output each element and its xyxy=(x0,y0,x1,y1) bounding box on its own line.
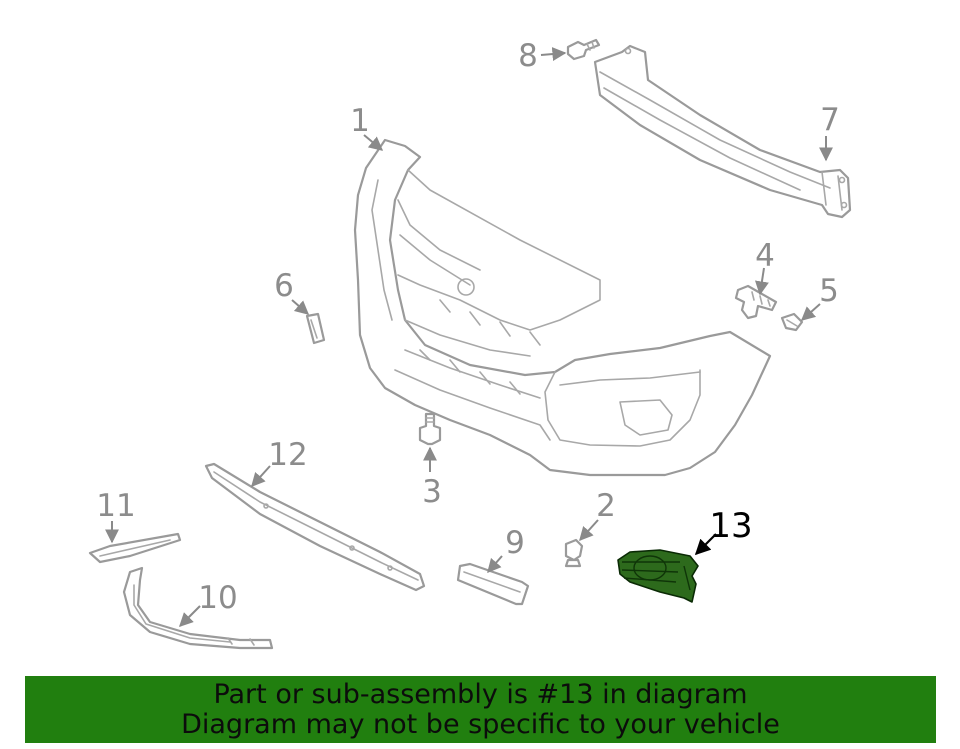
part-2-retainer xyxy=(564,538,584,568)
part-5-screw xyxy=(780,312,804,332)
banner-line-1: Part or sub-assembly is #13 in diagram xyxy=(213,678,748,710)
callout-3: 3 xyxy=(422,474,442,510)
part-11-molding xyxy=(88,532,182,564)
callout-9: 9 xyxy=(505,525,525,561)
callout-5: 5 xyxy=(819,273,839,309)
part-7-reinforcement-beam xyxy=(593,44,852,219)
part-10-curved-molding xyxy=(122,566,274,650)
part-1-bumper-cover xyxy=(353,138,772,477)
callout-6: 6 xyxy=(274,268,294,304)
part-12-lower-strip xyxy=(204,462,426,592)
callout-7: 7 xyxy=(820,102,840,138)
part-9-side-bracket xyxy=(456,562,530,606)
leader-lines xyxy=(105,47,833,627)
part-4-bracket xyxy=(734,284,778,320)
callout-8: 8 xyxy=(518,38,538,74)
callout-4: 4 xyxy=(755,238,775,274)
callout-10: 10 xyxy=(198,580,237,616)
callout-12: 12 xyxy=(268,437,307,473)
part-8-bolt xyxy=(566,38,601,61)
callout-2: 2 xyxy=(596,488,616,524)
callout-labels: 8 7 1 6 4 5 3 12 11 10 9 2 13 xyxy=(96,38,840,616)
callout-1: 1 xyxy=(350,103,370,139)
callout-11: 11 xyxy=(96,488,135,524)
banner-line-2: Diagram may not be specific to your vehi… xyxy=(181,708,780,740)
part-13-fog-lamp-bezel xyxy=(617,549,699,603)
callout-13: 13 xyxy=(709,506,752,546)
part-6-clip xyxy=(305,312,326,345)
info-banner: Part or sub-assembly is #13 in diagram D… xyxy=(25,676,936,743)
part-3-push-pin xyxy=(418,412,442,446)
